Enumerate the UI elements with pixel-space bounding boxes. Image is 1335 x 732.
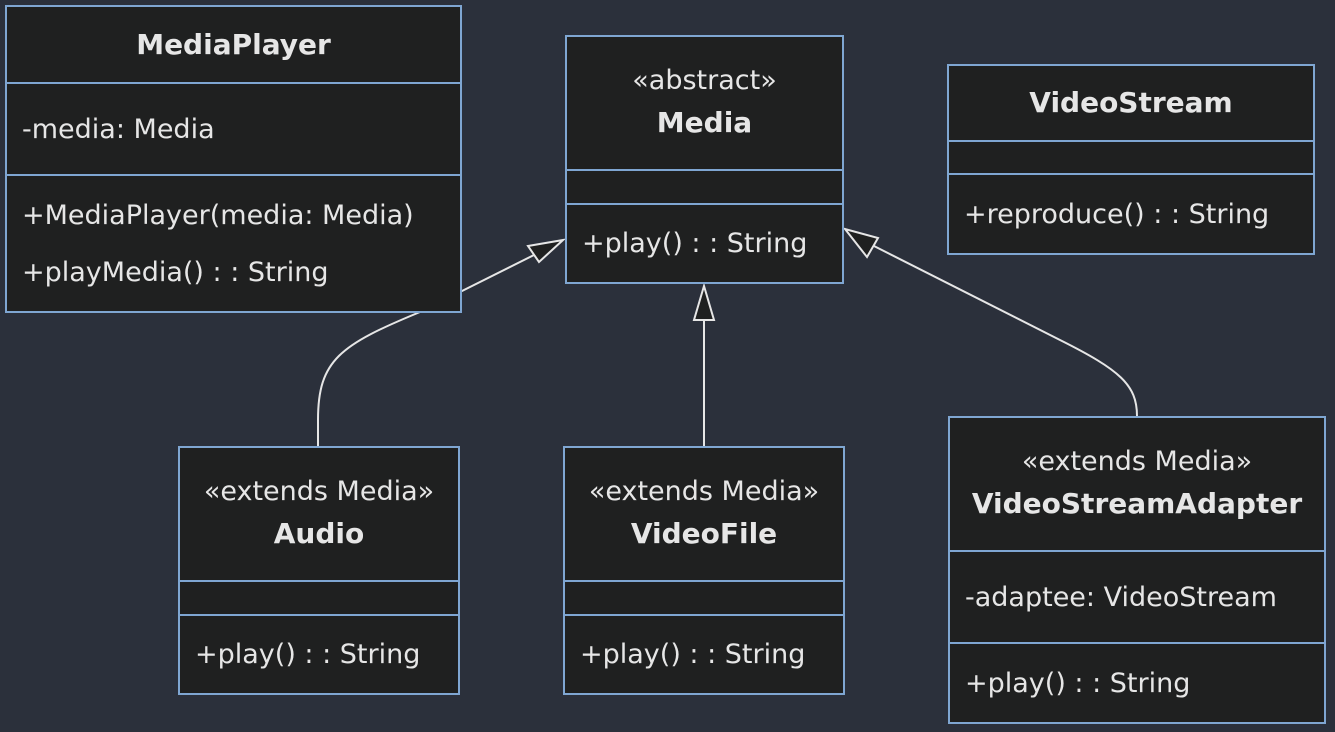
- class-name: MediaPlayer: [136, 27, 331, 61]
- attributes-section: [565, 582, 843, 616]
- attributes-section: [180, 582, 458, 616]
- class-header: «extends Media» Audio: [180, 448, 458, 582]
- attributes-section: -media: Media: [7, 84, 460, 176]
- method: +MediaPlayer(media: Media): [22, 199, 414, 231]
- attributes-section: [567, 171, 842, 205]
- class-name: VideoStream: [1029, 86, 1233, 119]
- methods-section: +play() : : String: [565, 616, 843, 693]
- class-mediaplayer[interactable]: MediaPlayer -media: Media +MediaPlayer(m…: [5, 5, 462, 313]
- class-header: «abstract» Media: [567, 37, 842, 171]
- class-stereotype: «extends Media»: [203, 475, 435, 507]
- inheritance-edge-adapter-media: [871, 244, 1138, 417]
- class-stereotype: «abstract»: [632, 64, 777, 96]
- methods-section: +MediaPlayer(media: Media) +playMedia() …: [7, 176, 460, 311]
- class-videostreamadapter[interactable]: «extends Media» VideoStreamAdapter -adap…: [948, 416, 1326, 724]
- class-name: Audio: [273, 516, 365, 550]
- method: +play() : : String: [195, 639, 421, 670]
- class-name: VideoFile: [630, 516, 778, 550]
- class-audio[interactable]: «extends Media» Audio +play() : : String: [178, 446, 460, 695]
- attribute: -adaptee: VideoStream: [965, 581, 1277, 613]
- methods-section: +play() : : String: [567, 205, 842, 282]
- class-header: VideoStream: [949, 66, 1313, 142]
- methods-section: +reproduce() : : String: [949, 175, 1313, 253]
- methods-section: +play() : : String: [180, 616, 458, 693]
- class-header: MediaPlayer: [7, 7, 460, 84]
- inheritance-arrowhead-videofile-media: [692, 282, 716, 321]
- method: +play() : : String: [582, 228, 808, 259]
- class-videostream[interactable]: VideoStream +reproduce() : : String: [947, 64, 1315, 255]
- inheritance-arrowhead-audio-media: [526, 238, 567, 264]
- class-name: VideoStreamAdapter: [971, 486, 1303, 520]
- class-stereotype: «extends Media»: [588, 475, 820, 507]
- class-stereotype: «extends Media»: [1021, 445, 1253, 477]
- attributes-section: -adaptee: VideoStream: [950, 552, 1324, 644]
- class-videofile[interactable]: «extends Media» VideoFile +play() : : St…: [563, 446, 845, 695]
- method: +reproduce() : : String: [964, 198, 1270, 230]
- method: +play() : : String: [580, 639, 806, 670]
- class-name: Media: [656, 105, 753, 139]
- class-header: «extends Media» VideoFile: [565, 448, 843, 582]
- attributes-section: [949, 142, 1313, 175]
- method: +play() : : String: [965, 667, 1191, 699]
- attribute: -media: Media: [22, 113, 215, 145]
- methods-section: +play() : : String: [950, 644, 1324, 722]
- class-media[interactable]: «abstract» Media +play() : : String: [565, 35, 844, 284]
- inheritance-arrowhead-adapter-media: [842, 227, 880, 259]
- method: +playMedia() : : String: [22, 256, 329, 288]
- class-header: «extends Media» VideoStreamAdapter: [950, 418, 1324, 552]
